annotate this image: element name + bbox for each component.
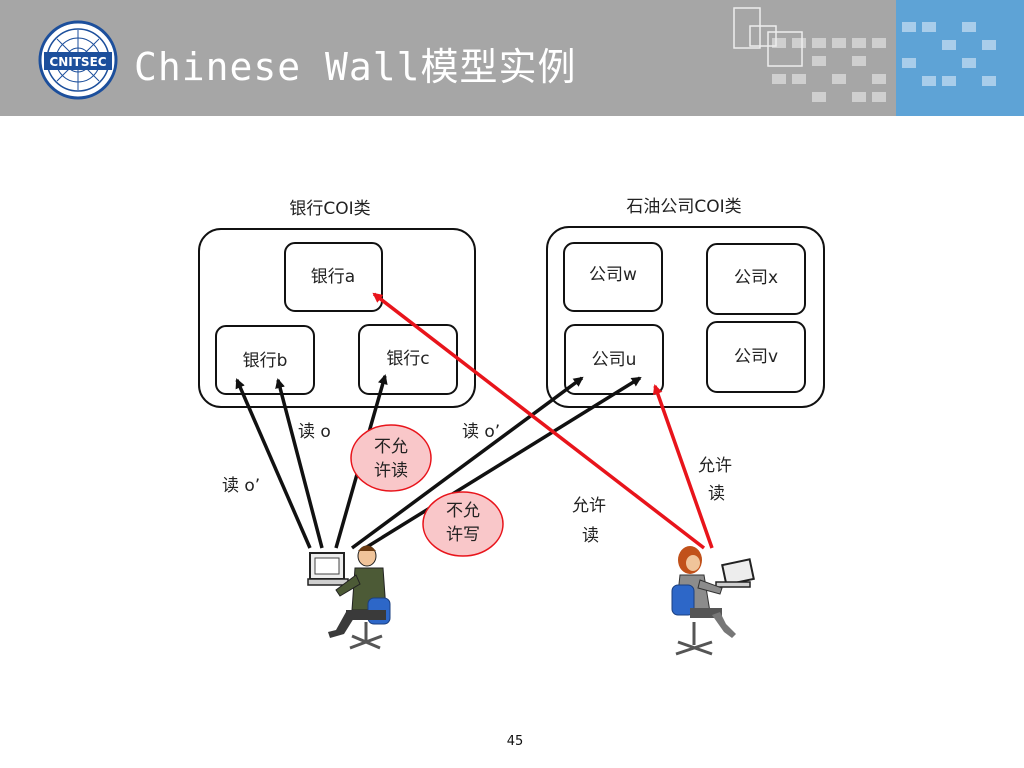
arrow-user1-to-company-u-2 bbox=[361, 376, 642, 552]
label-read-o-prime-left: 读 o’ bbox=[222, 476, 260, 496]
denied-read-line1: 不允 bbox=[374, 437, 408, 457]
user-woman-at-computer-icon bbox=[671, 546, 755, 656]
denied-write-bubble bbox=[422, 491, 504, 557]
company-w-label: 公司w bbox=[589, 265, 637, 285]
arrow-user2-to-company-u bbox=[652, 384, 714, 549]
company-u-label: 公司u bbox=[592, 350, 637, 370]
oil-coi-label: 石油公司COI类 bbox=[626, 197, 741, 217]
label-read-o: 读 o bbox=[298, 422, 331, 442]
bank-a-box bbox=[284, 242, 383, 312]
bank-coi-label: 银行COI类 bbox=[289, 199, 370, 219]
label-allow-read-1: 允许读 bbox=[572, 496, 606, 546]
company-v-label: 公司v bbox=[734, 347, 778, 367]
slide-title: Chinese Wall模型实例 bbox=[134, 45, 577, 89]
company-x-label: 公司x bbox=[734, 268, 778, 288]
bank-a-label: 银行a bbox=[311, 267, 355, 287]
bank-b-box bbox=[215, 325, 315, 395]
denied-read-line2: 许读 bbox=[374, 461, 408, 481]
arrow-user1-to-bank-b-2 bbox=[275, 378, 324, 549]
company-x-box bbox=[706, 243, 806, 315]
logo-text: CNITSEC bbox=[49, 55, 106, 69]
header-decoration bbox=[733, 7, 996, 102]
user-man-at-computer-icon bbox=[307, 545, 391, 650]
cnitsec-logo: CNITSEC bbox=[38, 20, 118, 100]
denied-write-line1: 不允 bbox=[446, 501, 480, 521]
company-w-box bbox=[563, 242, 663, 312]
company-v-box bbox=[706, 321, 806, 393]
denied-read-bubble bbox=[350, 424, 432, 492]
arrow-user2-to-bank-a bbox=[372, 292, 706, 550]
label-allow-read-2-line1: 允许读 bbox=[698, 456, 732, 504]
denied-write-line2: 许写 bbox=[446, 525, 480, 545]
bank-c-label: 银行c bbox=[386, 349, 429, 369]
arrow-user1-to-company-u-1 bbox=[350, 376, 584, 550]
bank-b-label: 银行b bbox=[243, 351, 288, 371]
page-number: 45 bbox=[506, 734, 524, 749]
label-read-o-prime-right: 读 o’ bbox=[462, 422, 500, 442]
header-accent-panel bbox=[896, 0, 1024, 116]
arrow-user1-to-bank-b-1 bbox=[235, 378, 312, 549]
